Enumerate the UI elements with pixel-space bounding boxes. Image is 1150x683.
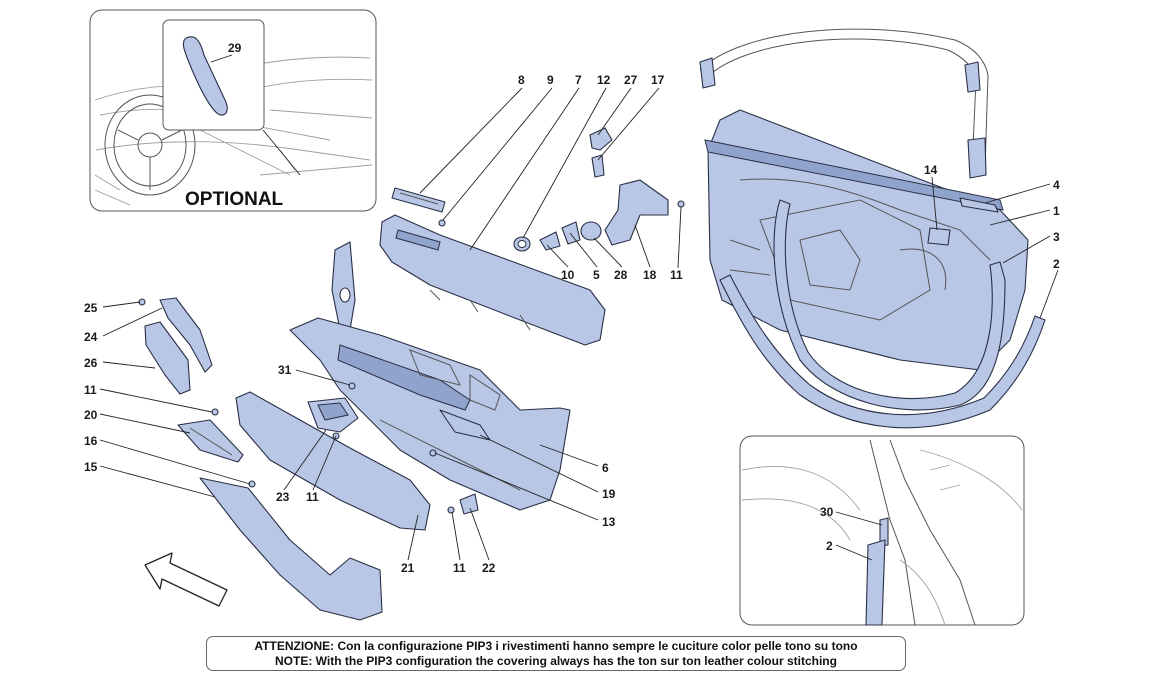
note-italian: ATTENZIONE: Con la configurazione PIP3 i… [254,638,858,653]
callout-16: 16 [84,434,98,448]
callout-30: 30 [820,505,834,519]
speaker-bracket [604,179,669,246]
callout-19: 19 [602,487,616,501]
armrest [235,391,431,531]
callout-2: 2 [826,539,833,553]
callout-27: 27 [624,73,638,87]
callout-11: 11 [670,268,683,282]
door-seal [773,199,1006,411]
optional-grab-handle [182,36,228,116]
callout-3: 3 [1053,230,1060,244]
upper-trim-parts [379,127,685,346]
callout-10: 10 [561,268,575,282]
callout-21: 21 [401,561,415,575]
callout-11: 11 [306,490,319,504]
callout-12: 12 [597,73,611,87]
callout-4: 4 [1053,178,1060,192]
callout-8: 8 [518,73,525,87]
callout-31: 31 [278,363,292,377]
callout-11: 11 [84,383,97,397]
callout-13: 13 [602,515,616,529]
callout-7: 7 [575,73,582,87]
optional-inset: 29 OPTIONAL [89,9,377,212]
leader-lines [99,87,1059,561]
callout-9: 9 [547,73,554,87]
callouts: 8 9 7 12 27 17 10 5 28 18 11 4 1 3 2 14 … [84,73,1060,575]
callout-1: 1 [1053,204,1060,218]
callout-18: 18 [643,268,657,282]
callout-2: 2 [1053,257,1060,271]
callout-22: 22 [482,561,496,575]
callout-29: 29 [228,41,242,55]
configuration-note: ATTENZIONE: Con la configurazione PIP3 i… [206,636,906,671]
callout-5: 5 [593,268,600,282]
callout-17: 17 [651,73,665,87]
left-trim-parts [138,297,431,621]
callout-6: 6 [602,461,609,475]
callout-25: 25 [84,301,98,315]
callout-20: 20 [84,408,98,422]
lower-seal [719,274,1046,429]
optional-label: OPTIONAL [185,189,284,210]
callout-24: 24 [84,330,98,344]
callout-14: 14 [924,163,938,177]
note-english: NOTE: With the PIP3 configuration the co… [275,653,837,668]
callout-26: 26 [84,356,98,370]
callout-15: 15 [84,460,98,474]
callout-23: 23 [276,490,290,504]
callout-28: 28 [614,268,628,282]
door-assembly [699,28,1046,429]
door-trim-panel [289,241,571,515]
detail-inset [739,435,1025,626]
lower-pocket [199,477,383,621]
callout-11: 11 [453,561,466,575]
forward-arrow-icon [144,552,228,607]
